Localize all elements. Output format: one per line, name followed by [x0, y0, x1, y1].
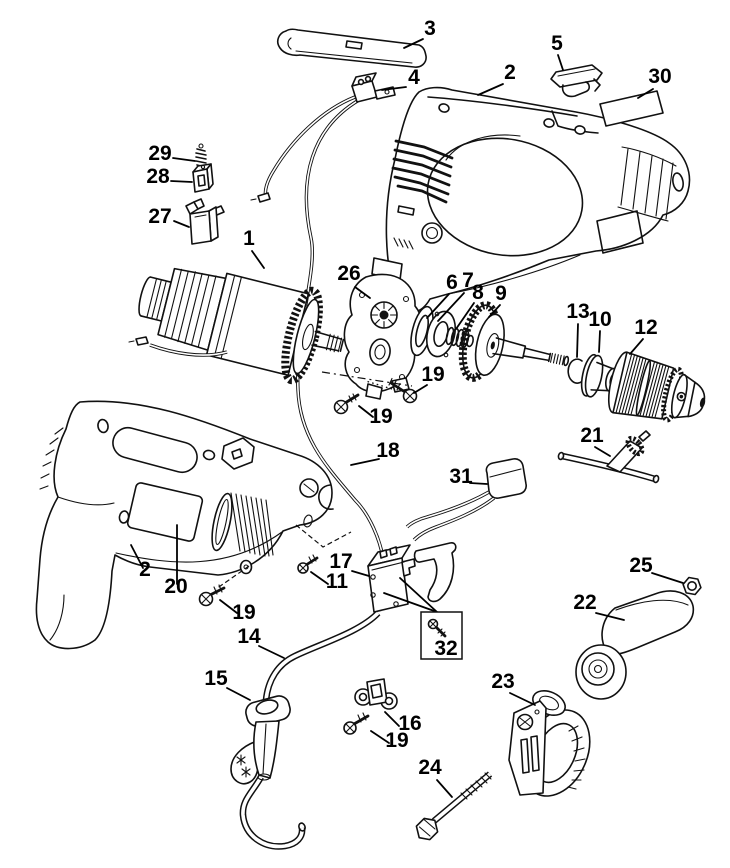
callout-19-b: 19	[369, 405, 392, 428]
brush-holder	[185, 198, 225, 245]
gear-case-plate	[343, 273, 423, 400]
trigger-switch	[367, 542, 457, 613]
wire-clip	[550, 64, 603, 98]
callout-29: 29	[148, 142, 171, 165]
callout-18: 18	[376, 439, 400, 462]
callout-19-c: 19	[232, 601, 255, 624]
callout-32: 32	[434, 637, 457, 660]
screw-housing	[198, 584, 226, 607]
callout-27: 27	[148, 205, 171, 228]
switch-position-dashes	[295, 524, 352, 548]
motor-housing-right-half	[371, 86, 691, 313]
callout-3: 3	[424, 17, 436, 40]
callout-25: 25	[629, 554, 653, 577]
hex-nut	[682, 576, 702, 596]
callout-2-top: 2	[504, 61, 516, 84]
trigger-bracket	[413, 542, 457, 603]
callout-13: 13	[566, 300, 589, 323]
cord-clamp	[354, 678, 398, 710]
power-cord	[239, 610, 381, 850]
leader-32a	[399, 577, 438, 613]
output-gear-shaft	[458, 301, 570, 382]
callout-7: 7	[462, 269, 474, 292]
leader-32b	[383, 592, 438, 613]
callout-9: 9	[495, 282, 507, 305]
screw-gearcase-left	[333, 393, 360, 415]
callout-22: 22	[573, 591, 596, 614]
screw-axis-dashes	[215, 565, 250, 590]
callout-28: 28	[146, 165, 170, 188]
brush-spring	[195, 143, 207, 168]
chuck-key	[557, 430, 660, 484]
callout-19-d: 19	[385, 729, 408, 752]
retaining-ring	[567, 358, 585, 384]
callout-23: 23	[491, 670, 514, 693]
callout-11: 11	[326, 570, 349, 593]
side-handle-clamp	[508, 690, 591, 797]
nameplate-recess	[126, 482, 204, 542]
callout-17: 17	[329, 550, 352, 573]
inset-detail-box	[420, 611, 463, 660]
callout-5: 5	[551, 32, 563, 55]
cord-strain-relief	[230, 695, 291, 785]
callout-numbers: 3 5 4 2 30 29 28 27 1 26 6 7 8 9 13 10 1…	[139, 17, 672, 779]
callout-8: 8	[472, 281, 484, 304]
assembly-axis-line	[321, 371, 413, 387]
top-cover-plate	[277, 28, 427, 68]
motor-housing-left-half	[35, 400, 334, 650]
hex-bolt	[415, 771, 493, 841]
callout-12: 12	[634, 316, 657, 339]
callout-2-bottom: 2	[139, 558, 151, 581]
callout-leader-lines	[130, 38, 684, 798]
inset-screw	[427, 618, 447, 638]
callout-24: 24	[418, 756, 442, 779]
callout-15: 15	[204, 667, 228, 690]
callout-10: 10	[588, 308, 611, 331]
callout-16: 16	[398, 712, 421, 735]
callout-20: 20	[164, 575, 187, 598]
screw-cord-clamp	[343, 712, 370, 735]
carbon-brush	[192, 163, 214, 193]
callout-30: 30	[648, 65, 671, 88]
drill-chuck	[607, 351, 706, 423]
field-connector	[250, 72, 396, 203]
nameplate-label	[599, 90, 664, 127]
screw-switch-bracket	[297, 554, 319, 574]
callout-1: 1	[243, 227, 255, 250]
callout-19-a: 19	[421, 363, 444, 386]
callout-21: 21	[580, 424, 604, 447]
side-handle-grip	[575, 590, 695, 700]
callout-4: 4	[408, 66, 420, 89]
callout-26: 26	[337, 262, 360, 285]
motor-armature	[128, 267, 345, 385]
callout-31: 31	[449, 465, 473, 488]
capacitor	[405, 458, 527, 542]
callout-14: 14	[237, 625, 261, 648]
callout-6: 6	[446, 271, 458, 294]
